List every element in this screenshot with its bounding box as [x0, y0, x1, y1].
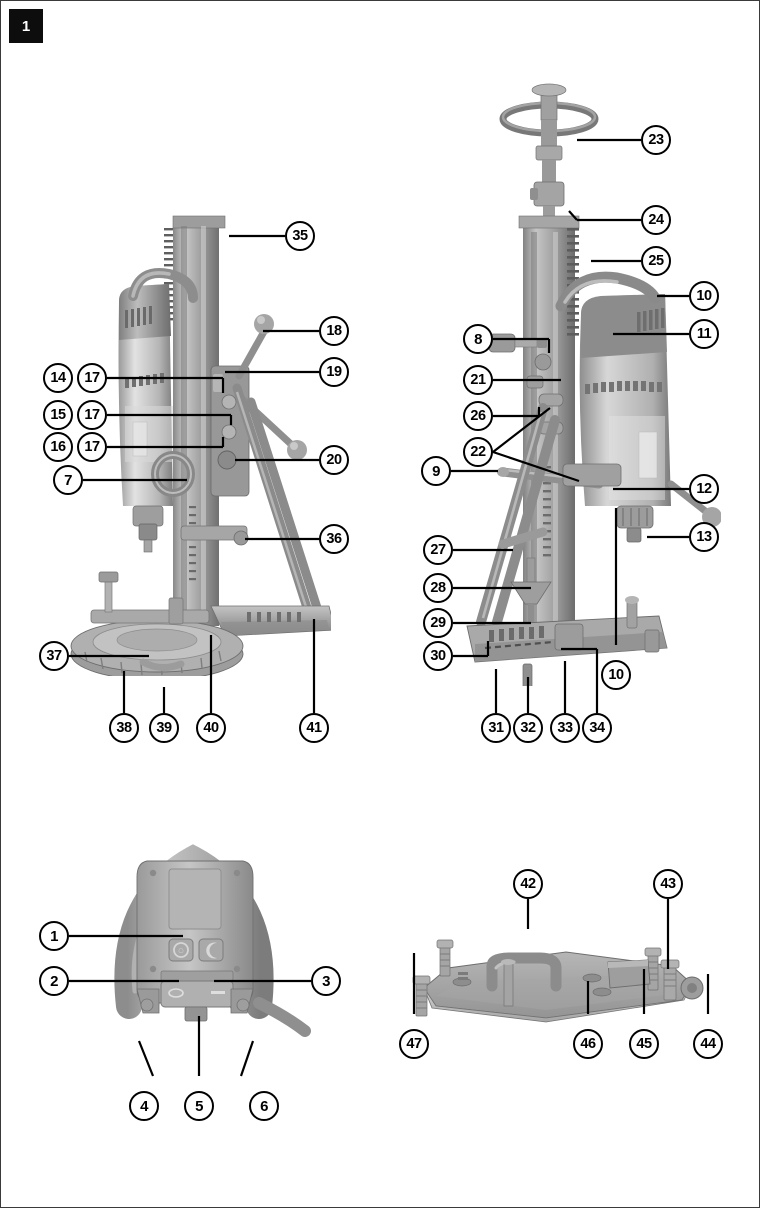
callout-36: 36 [319, 524, 349, 554]
callout-42: 42 [513, 869, 543, 899]
callout-30: 30 [423, 641, 453, 671]
drill-motor-rear [579, 294, 671, 543]
handle-bow [114, 844, 274, 1019]
callout-43: 43 [653, 869, 683, 899]
callout-39: 39 [149, 713, 179, 743]
levelling-screw-rear-left [436, 939, 454, 977]
callout-29: 29 [423, 608, 453, 638]
panel-drill-stand-rear [431, 76, 721, 686]
callout-44: 44 [693, 1029, 723, 1059]
panel-control-panel: ⎔ [81, 821, 311, 1081]
callout-28: 28 [423, 573, 453, 603]
clamp-collar [151, 451, 195, 497]
callout-6: 6 [249, 1091, 279, 1121]
service-indicator-button [168, 938, 194, 962]
callout-45: 45 [629, 1029, 659, 1059]
callout-40: 40 [196, 713, 226, 743]
levelling-arm [90, 571, 210, 625]
vacuum-connection-block [607, 959, 651, 989]
callout-27: 27 [423, 535, 453, 565]
callout-8: 8 [463, 324, 493, 354]
feed-lever-upper [235, 314, 274, 380]
callout-31: 31 [481, 713, 511, 743]
callout-16: 16 [43, 432, 73, 462]
callout-35: 35 [285, 221, 315, 251]
hand-wheel-assembly [499, 83, 599, 224]
levelling-screw-front-right [660, 959, 704, 1001]
callout-4: 4 [129, 1091, 159, 1121]
callout-2: 2 [39, 966, 69, 996]
base-and-vacuum-ring [70, 605, 331, 676]
feed-carriage [210, 365, 250, 497]
callout-5: 5 [184, 1091, 214, 1121]
callout-33: 33 [550, 713, 580, 743]
callout-46: 46 [573, 1029, 603, 1059]
motor-top-housing: ⎔ [136, 860, 254, 1022]
drilling-power-button [198, 938, 224, 962]
callout-1: 1 [39, 921, 69, 951]
callout-22: 22 [463, 437, 493, 467]
callout-19: 19 [319, 357, 349, 387]
callout-26: 26 [463, 401, 493, 431]
callout-10: 10 [689, 281, 719, 311]
levelling-screw-rear-right [644, 947, 662, 991]
panel-drill-stand-front [61, 206, 331, 676]
levelling-screw-front-left [412, 975, 431, 1017]
carry-handle-rear [555, 271, 661, 312]
callout-17: 17 [77, 363, 107, 393]
support-struts [232, 383, 324, 619]
callout-13: 13 [689, 522, 719, 552]
callout-38: 38 [109, 713, 139, 743]
callout-18: 18 [319, 316, 349, 346]
drill-motor [118, 284, 173, 553]
panel-base-plate [396, 896, 726, 1046]
callout-12: 12 [689, 474, 719, 504]
callout-20: 20 [319, 445, 349, 475]
mid-bracket [180, 525, 248, 541]
callout-17: 17 [77, 400, 107, 430]
svg-text:⎔: ⎔ [178, 948, 184, 955]
callout-11: 11 [689, 319, 719, 349]
callout-24: 24 [641, 205, 671, 235]
callout-10: 10 [601, 660, 631, 690]
status-display [168, 868, 222, 930]
callout-47: 47 [399, 1029, 429, 1059]
callout-32: 32 [513, 713, 543, 743]
callout-17: 17 [77, 432, 107, 462]
callout-15: 15 [43, 400, 73, 430]
figure-number-badge: 1 [9, 9, 43, 43]
callout-41: 41 [299, 713, 329, 743]
carriage-rear [562, 463, 622, 487]
callout-3: 3 [311, 966, 341, 996]
callout-23: 23 [641, 125, 671, 155]
callout-25: 25 [641, 246, 671, 276]
callout-37: 37 [39, 641, 69, 671]
callout-9: 9 [421, 456, 451, 486]
centre-bolt [501, 959, 515, 1007]
callout-14: 14 [43, 363, 73, 393]
callout-34: 34 [582, 713, 612, 743]
callout-7: 7 [53, 465, 83, 495]
base-plate-handle [486, 952, 562, 992]
power-cable [253, 997, 311, 1037]
callout-21: 21 [463, 365, 493, 395]
